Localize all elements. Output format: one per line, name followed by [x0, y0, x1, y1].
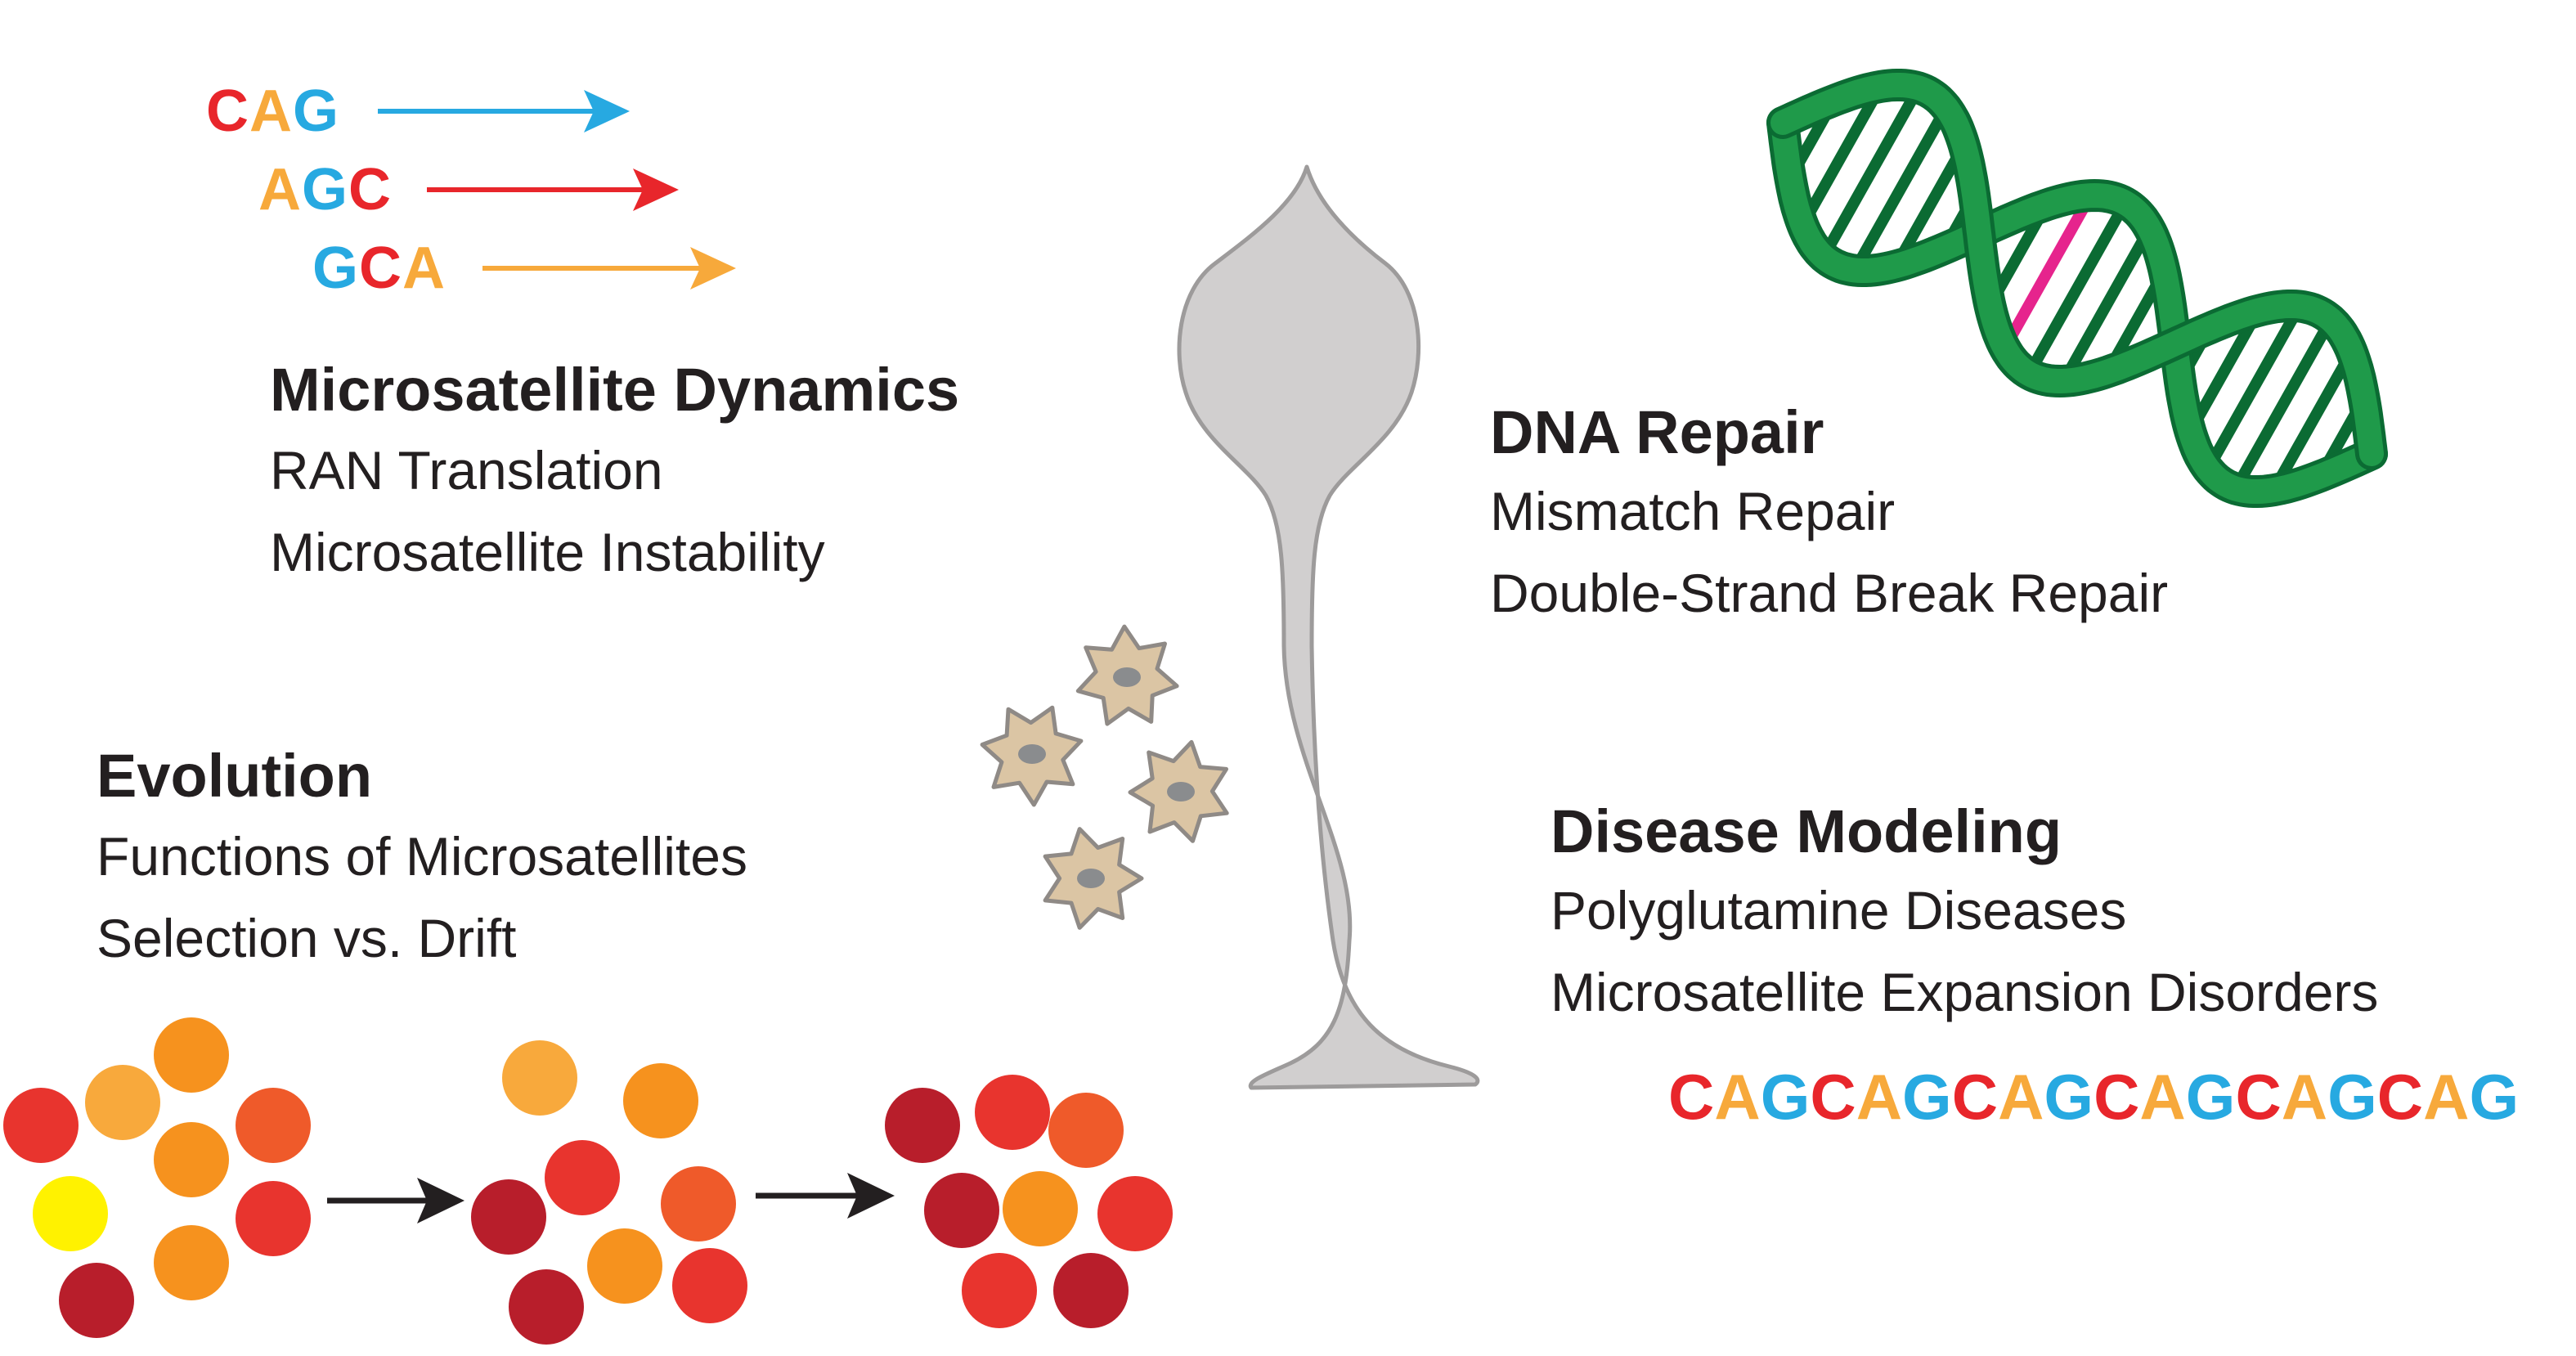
- population-individual: [85, 1065, 160, 1140]
- sequence-letter: G: [2469, 1061, 2520, 1133]
- arrowhead-icon: [417, 1178, 464, 1224]
- sequence-letter: C: [2094, 1061, 2140, 1133]
- population-individual: [545, 1140, 620, 1215]
- sequence-letter: A: [2281, 1061, 2328, 1133]
- base-pair: [1797, 83, 1886, 228]
- arrowhead-icon: [633, 168, 679, 211]
- population-individual: [924, 1173, 999, 1248]
- codon-letter: C: [359, 236, 403, 301]
- dna-helix-icon: [1766, 69, 2388, 508]
- section-title-dna-repair: DNA Repair: [1490, 398, 1824, 466]
- codon-gca: GCA: [312, 239, 446, 298]
- codon-letter: C: [206, 79, 249, 144]
- sequence-letter: A: [2423, 1061, 2470, 1133]
- sequence-letter: C: [2235, 1061, 2282, 1133]
- section-item: Mismatch Repair: [1490, 481, 1896, 541]
- population-individual: [672, 1248, 747, 1323]
- nucleus-icon: [1018, 744, 1046, 764]
- sequence-letter: G: [2185, 1061, 2236, 1133]
- section-item: RAN Translation: [270, 440, 663, 501]
- section-item: Polyglutamine Diseases: [1551, 880, 2127, 941]
- codon-letter: A: [249, 79, 293, 144]
- sequence-letter: A: [1998, 1061, 2044, 1133]
- codon-letter: A: [402, 236, 447, 301]
- population-individual: [1003, 1171, 1078, 1246]
- neuron-icon: [1177, 164, 1480, 1090]
- population-individual: [471, 1179, 546, 1255]
- section-item: Microsatellite Expansion Disorders: [1551, 962, 2379, 1022]
- population-individual: [509, 1269, 584, 1345]
- sequence-letter: A: [2139, 1061, 2186, 1133]
- section-item: Microsatellite Instability: [270, 522, 825, 582]
- section-item: Selection vs. Drift: [96, 908, 517, 968]
- sequence-letter: C: [1951, 1061, 1999, 1133]
- dna-strand: [1770, 110, 2384, 504]
- population-individual: [885, 1088, 960, 1163]
- codon-letter: G: [312, 236, 360, 301]
- base-pair: [1849, 105, 1952, 273]
- population-individual: [154, 1225, 229, 1300]
- population-individual: [1097, 1176, 1173, 1251]
- codon-cag: CAG: [206, 82, 339, 141]
- section-title-evolution: Evolution: [96, 742, 373, 810]
- codon-letter: A: [258, 157, 302, 222]
- dna-strand: [1770, 73, 2384, 466]
- codon-letter: G: [302, 157, 349, 222]
- population-individual: [1053, 1253, 1129, 1328]
- population-individual: [975, 1075, 1050, 1150]
- base-pair: [2230, 317, 2336, 492]
- sequence-letter: A: [1856, 1061, 1903, 1133]
- population-individual: [1048, 1093, 1124, 1168]
- nucleus-icon: [1077, 869, 1105, 888]
- codon-agc: AGC: [258, 160, 392, 219]
- population-individual: [502, 1040, 577, 1116]
- mismatch-base-pair: [1999, 192, 2096, 351]
- arrowhead-icon: [584, 90, 630, 132]
- section-title-disease-modeling: Disease Modeling: [1551, 797, 2062, 865]
- nucleus-icon: [1167, 782, 1195, 801]
- section-title-microsatellite-dynamics: Microsatellite Dynamics: [270, 356, 960, 424]
- arrowhead-icon: [847, 1173, 895, 1219]
- population-individual: [236, 1181, 311, 1256]
- section-item: Functions of Microsatellites: [96, 826, 747, 887]
- population-individual: [154, 1122, 229, 1197]
- sequence-letter: G: [2327, 1061, 2377, 1133]
- sequence-letter: C: [2376, 1061, 2424, 1133]
- population-individual: [661, 1166, 736, 1242]
- sequence-letter: C: [1810, 1061, 1856, 1133]
- base-pair: [2024, 200, 2130, 377]
- population-individual: [236, 1088, 311, 1163]
- cag-repeat-sequence: CAGCAGCAGCAGCAGCAG: [1668, 1065, 2519, 1129]
- sequence-letter: G: [1760, 1061, 1811, 1133]
- population-individual: [623, 1063, 698, 1138]
- sequence-letter: C: [1668, 1061, 1715, 1133]
- population-individual: [154, 1017, 229, 1093]
- base-pair: [2058, 226, 2155, 384]
- codon-letter: C: [348, 157, 393, 222]
- population-individual: [587, 1228, 662, 1304]
- sequence-letter: A: [1714, 1061, 1761, 1133]
- population-individual: [59, 1263, 134, 1338]
- nucleus-icon: [1113, 667, 1141, 687]
- arrowhead-icon: [690, 247, 736, 290]
- sequence-letter: G: [2044, 1061, 2094, 1133]
- base-pair: [2269, 348, 2357, 493]
- codon-letter: G: [293, 79, 340, 144]
- base-pair: [1818, 85, 1924, 260]
- base-pair: [2202, 303, 2305, 472]
- population-individual: [33, 1176, 108, 1251]
- sequence-letter: G: [1902, 1061, 1952, 1133]
- section-item: Double-Strand Break Repair: [1490, 563, 2169, 623]
- population-individual: [962, 1253, 1037, 1328]
- population-individual: [3, 1088, 79, 1163]
